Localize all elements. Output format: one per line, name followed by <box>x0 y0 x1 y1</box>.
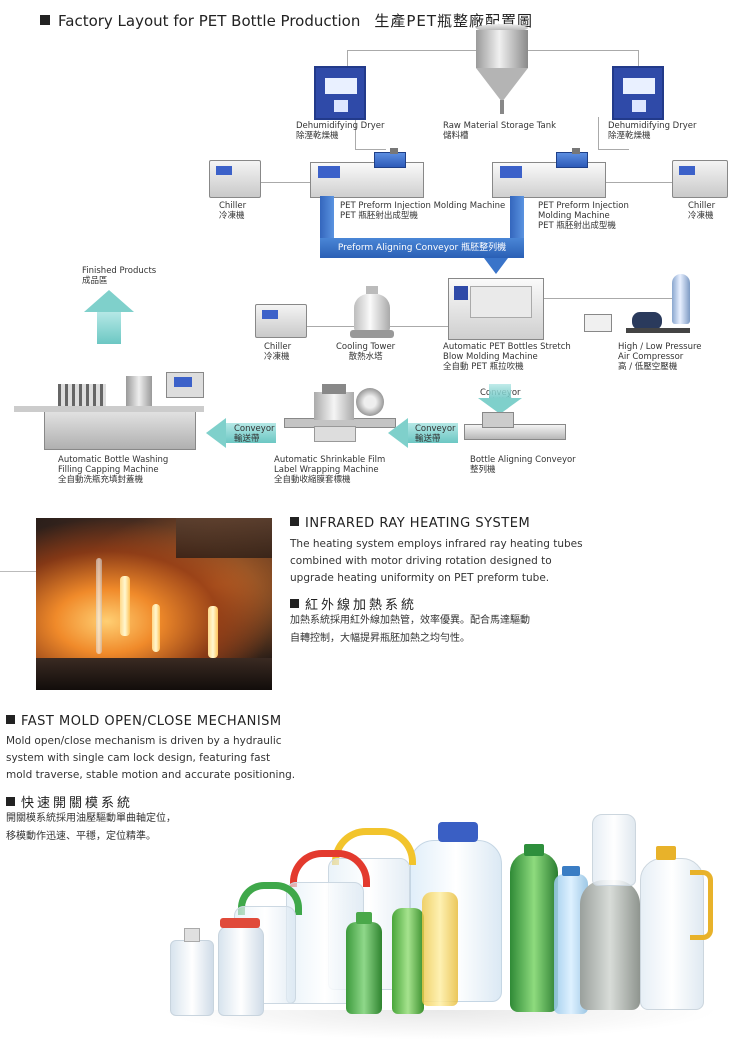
chiller-right-machine <box>672 160 728 198</box>
pipe-chiller-left <box>258 182 310 183</box>
shrink-label: Automatic Shrinkable Film Label Wrapping… <box>274 455 386 485</box>
injection-right-label: PET Preform Injection Molding Machine PE… <box>538 201 629 231</box>
infrared-paragraph: The heating system employs infrared ray … <box>290 538 583 584</box>
dryer-left-machine <box>314 66 366 120</box>
pet-bottles-image <box>160 810 720 1040</box>
finished-products-label: Finished Products 成品區 <box>82 266 157 286</box>
washing-label: Automatic Bottle Washing Filling Capping… <box>58 455 169 485</box>
shrink-label-machine <box>284 384 396 442</box>
infrared-heading-zh: 紅外線加熱系統 <box>290 594 417 613</box>
dryer-left-label: Dehumidifying Dryer 除溼乾燥機 <box>296 121 385 141</box>
page-title: Factory Layout for PET Bottle Production… <box>40 10 533 31</box>
cooling-tower-label: Cooling Tower 散熱水塔 <box>336 342 396 362</box>
injection-left-label: PET Preform Injection Molding Machine PE… <box>340 201 506 221</box>
cooling-tower <box>350 286 394 338</box>
mold-paragraph-zh: 開關模系統採用油壓驅動單曲軸定位， 移模動作迅速、平穩，定位精準。 <box>6 813 176 842</box>
dryer-right-label: Dehumidifying Dryer 除溼乾燥機 <box>608 121 697 141</box>
bottle-aligning-conveyor <box>464 412 566 450</box>
finished-products-arrow-icon <box>84 290 134 344</box>
chiller-left-machine <box>209 160 261 198</box>
mold-heading: FAST MOLD OPEN/CLOSE MECHANISM <box>6 714 282 729</box>
air-compressor <box>626 274 696 334</box>
pipe-chiller-right <box>604 182 672 183</box>
small-unit-box <box>584 314 612 332</box>
infrared-paragraph-zh: 加熱系統採用紅外線加熱管，效率優異。配合馬達驅動 自轉控制，大幅提昇瓶胚加熱之均… <box>290 615 530 644</box>
preform-conveyor-arrow-icon <box>484 258 508 274</box>
conveyor-1-label: Conveyor 輸送帶 <box>234 424 275 444</box>
stretch-blow-label: Automatic PET Bottles Stretch Blow Moldi… <box>443 342 571 372</box>
aligning-label: Bottle Aligning Conveyor 整列機 <box>470 455 576 475</box>
chiller-mid-machine <box>255 304 307 338</box>
bullet-square-icon <box>6 797 15 806</box>
bullet-square-icon <box>40 15 50 25</box>
heating-system-photo <box>36 518 272 690</box>
infrared-heading: INFRARED RAY HEATING SYSTEM <box>290 516 530 531</box>
compressor-label: High / Low Pressure Air Compressor 高 / 低… <box>618 342 702 372</box>
dryer-right-machine <box>612 66 664 120</box>
bullet-square-icon <box>6 715 15 724</box>
storage-tank <box>470 24 534 114</box>
stretch-blow-machine <box>448 278 544 340</box>
conveyor-left-arrow-icon <box>206 418 276 448</box>
preform-conveyor: Preform Aligning Conveyor 瓶胚整列機 <box>320 238 524 258</box>
pipe-compressor <box>540 298 675 299</box>
injection-left-machine <box>310 148 424 198</box>
divider-line <box>0 571 36 572</box>
mold-paragraph: Mold open/close mechanism is driven by a… <box>6 735 296 781</box>
mold-heading-zh: 快速開關模系統 <box>6 792 133 811</box>
pipe-right-down <box>598 117 629 150</box>
chiller-left-label: Chiller 冷凍機 <box>219 201 247 221</box>
conveyor-mid-arrow-icon <box>388 418 458 448</box>
pipe-left-down <box>355 117 386 150</box>
chiller-mid-label: Chiller 冷凍機 <box>264 342 292 362</box>
bullet-square-icon <box>290 517 299 526</box>
chiller-right-label: Chiller 冷凍機 <box>688 201 716 221</box>
conveyor-down-arrow-icon <box>478 384 522 416</box>
storage-tank-label: Raw Material Storage Tank 儲料槽 <box>443 121 557 141</box>
bullet-square-icon <box>290 599 299 608</box>
injection-right-machine <box>492 148 606 198</box>
washing-filling-machine <box>14 372 204 450</box>
conveyor-2-label: Conveyor 輸送帶 <box>415 424 456 444</box>
